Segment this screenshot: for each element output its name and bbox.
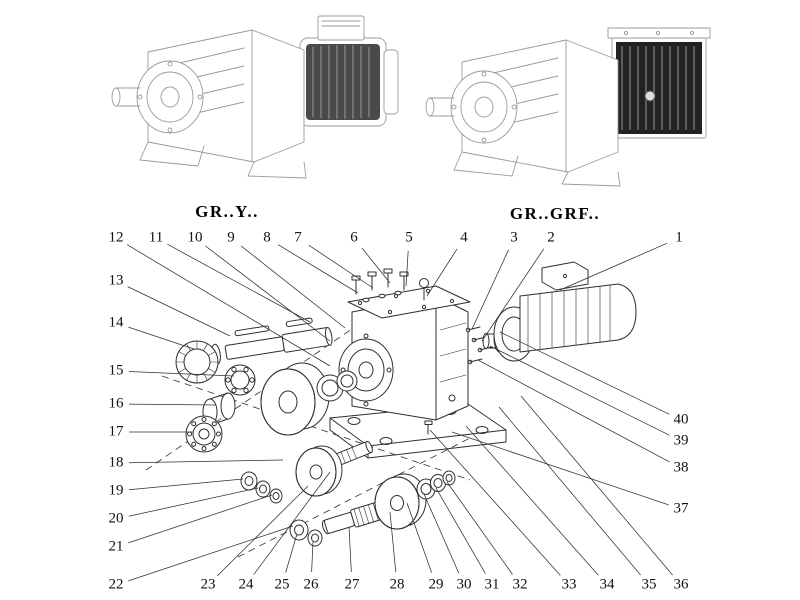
retaining-rings xyxy=(416,470,456,500)
eye-bolt xyxy=(419,278,429,288)
variant-label-gr-y: GR..Y.. xyxy=(195,202,259,221)
overview-gearmotor-gr-grf xyxy=(425,27,711,187)
helical-gear-large xyxy=(260,362,330,436)
intermediate-gear xyxy=(295,440,373,497)
terminal-box xyxy=(541,261,589,291)
output-bearing xyxy=(185,415,223,453)
finned-brake-motor xyxy=(607,27,711,139)
input-shaft xyxy=(211,317,333,365)
gear-unit xyxy=(425,39,621,187)
output-gear xyxy=(374,473,427,530)
shim-rings xyxy=(316,370,358,402)
motor-unit xyxy=(299,15,399,127)
shaft-key xyxy=(234,325,270,337)
axis-line xyxy=(161,375,471,481)
exploded-view xyxy=(145,261,637,558)
oil-seal xyxy=(175,340,219,384)
variant-label-gr-grf: GR..GRF.. xyxy=(509,204,601,223)
washers-left xyxy=(240,471,283,504)
gear-unit xyxy=(111,29,307,179)
gearbox-housing xyxy=(338,285,471,435)
overview-gearmotor-gr-y xyxy=(111,15,399,179)
motor xyxy=(482,261,637,362)
bearing-small xyxy=(224,364,256,396)
washers-lower xyxy=(289,519,323,547)
shaft-key xyxy=(285,317,313,328)
